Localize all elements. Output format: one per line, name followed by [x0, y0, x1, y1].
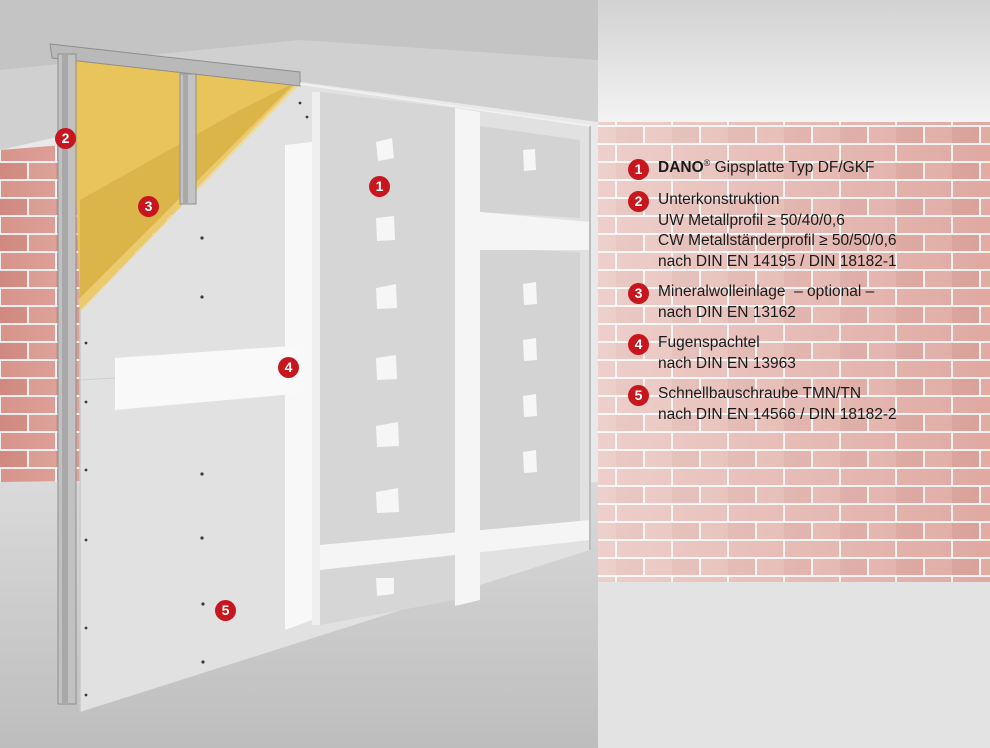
- screw-spackle-patches: [376, 138, 537, 596]
- callout-1: 1: [369, 176, 390, 197]
- callout-3: 3: [138, 196, 159, 217]
- legend-item-2: 2 Unterkonstruktion UW Metallprofil ≥ 50…: [628, 190, 978, 272]
- legend-line: Gipsplatte Typ DF/GKF: [714, 159, 875, 176]
- legend-number: 1: [628, 159, 649, 180]
- callout-2: 2: [55, 128, 76, 149]
- uw-metal-profile: [49, 43, 301, 87]
- legend-line: Unterkonstruktion: [658, 191, 780, 208]
- callout-4: 4: [278, 357, 299, 378]
- legend-line: nach DIN EN 13162: [658, 303, 796, 321]
- legend-line: Schnellbauschraube TMN/TN: [658, 385, 862, 402]
- legend-number: 3: [628, 283, 649, 304]
- brand-name: DANO: [658, 159, 704, 176]
- legend-line: UW Metallprofil ≥ 50/40/0,6: [658, 211, 845, 229]
- screws: [84, 101, 309, 697]
- legend-item-5: 5 Schnellbauschraube TMN/TN nach DIN EN …: [628, 384, 978, 425]
- legend-number: 4: [628, 334, 649, 355]
- right-ceiling: [598, 0, 990, 122]
- joint-filler-horizontal: [115, 345, 305, 410]
- legend-line: nach DIN EN 14195 / DIN 18182-1: [658, 252, 897, 270]
- legend-item-3: 3 Mineralwolleinlage – optional – nach D…: [628, 282, 978, 323]
- legend-item-4: 4 Fugenspachtel nach DIN EN 13963: [628, 333, 978, 374]
- legend-number: 5: [628, 385, 649, 406]
- registered-mark: ®: [703, 157, 711, 168]
- right-floor: [598, 582, 990, 748]
- legend-line: Mineralwolleinlage – optional –: [658, 283, 875, 300]
- callout-5: 5: [215, 600, 236, 621]
- legend-line: CW Metallständerprofil ≥ 50/50/0,6: [658, 232, 897, 249]
- legend-line: Fugenspachtel: [658, 334, 760, 351]
- legend-line: nach DIN EN 13963: [658, 354, 796, 372]
- legend: 1 DANO® Gipsplatte Typ DF/GKF 2 Unterkon…: [628, 158, 978, 435]
- legend-item-1: 1 DANO® Gipsplatte Typ DF/GKF: [628, 158, 978, 180]
- legend-number: 2: [628, 191, 649, 212]
- legend-line: nach DIN EN 14566 / DIN 18182-2: [658, 405, 897, 423]
